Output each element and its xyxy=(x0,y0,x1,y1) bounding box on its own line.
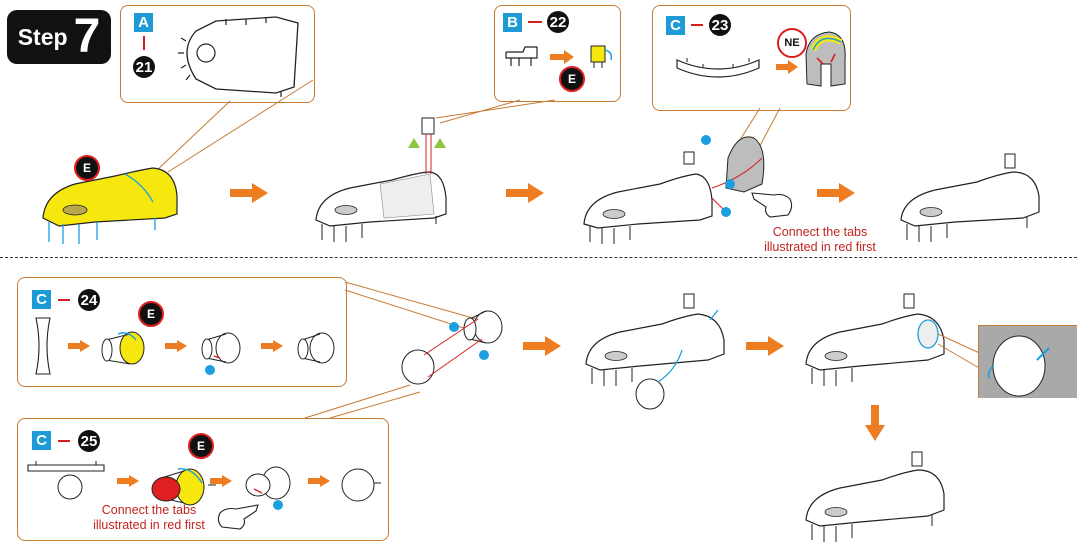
part-23-folded-drawing xyxy=(805,31,846,87)
arrow-icon xyxy=(261,340,283,352)
badge-e: E xyxy=(74,155,100,181)
part-22-drawing xyxy=(505,46,538,66)
part-24-finished-drawing xyxy=(297,332,335,364)
assembly-body-final xyxy=(805,451,945,542)
badge-e: E xyxy=(559,66,585,92)
part-group-tag: C xyxy=(666,16,685,35)
down-arrow-icon xyxy=(865,405,885,441)
part-24-rolled-drawing xyxy=(101,331,145,365)
callout-c-24: C 24 E xyxy=(17,277,347,387)
assembly-tube-exploded xyxy=(401,310,503,385)
callout-b: B 22 E xyxy=(494,5,621,102)
tag-dash xyxy=(58,299,70,301)
note-line: Connect the tabs xyxy=(101,503,197,517)
flow-arrow-icon xyxy=(746,336,784,356)
part-22-folded-drawing xyxy=(590,45,613,68)
tag-connector xyxy=(143,36,145,50)
part-number: 25 xyxy=(78,430,100,452)
arrow-icon xyxy=(776,60,798,74)
tag-dash xyxy=(528,21,542,23)
part-25-joined-drawing xyxy=(245,466,291,510)
flow-arrow-icon xyxy=(523,336,561,356)
section-divider xyxy=(0,257,1077,258)
zoom-detail-drawing xyxy=(979,326,1077,398)
part-number: 23 xyxy=(709,14,731,36)
part-group-tag: C xyxy=(32,431,51,450)
assembly-body-2 xyxy=(315,117,447,242)
badge-ne: NE xyxy=(777,28,807,58)
part-21-drawing xyxy=(178,16,299,97)
flow-arrow-icon xyxy=(817,183,855,203)
part-24-joined-drawing xyxy=(201,332,241,375)
part-group-tag: C xyxy=(32,290,51,309)
part-number: 22 xyxy=(547,11,569,33)
callout-a: A 21 xyxy=(120,5,315,103)
arrow-icon xyxy=(210,475,232,487)
tabs-note-top: Connect the tabs illustrated in red firs… xyxy=(745,225,895,255)
note-line: illustrated in red first xyxy=(93,518,205,532)
arrow-icon xyxy=(165,340,187,352)
part-group-tag: A xyxy=(134,13,153,32)
tag-dash xyxy=(691,24,703,26)
arrow-icon xyxy=(550,50,574,64)
flow-arrow-icon xyxy=(230,183,268,203)
badge-e: E xyxy=(188,433,214,459)
assembly-body-highlighted xyxy=(42,167,178,244)
assembly-body-6 xyxy=(805,293,987,386)
step-badge: Step 7 xyxy=(7,10,111,64)
tag-dash xyxy=(58,440,70,442)
step-number: 7 xyxy=(73,10,101,63)
part-23-drawing xyxy=(676,58,760,78)
part-group-tag: B xyxy=(503,13,522,32)
flow-arrow-icon xyxy=(506,183,544,203)
arrow-icon xyxy=(117,475,139,487)
note-line: Connect the tabs xyxy=(772,225,868,239)
pointing-hand-icon xyxy=(217,504,259,530)
pointing-hand-icon xyxy=(751,192,793,218)
assembly-body-3 xyxy=(583,135,765,244)
step-word: Step xyxy=(17,23,68,50)
zoom-detail xyxy=(978,325,1077,398)
callout-c-23: C 23 NE xyxy=(652,5,851,111)
part-24-drawing xyxy=(35,317,51,375)
part-number: 21 xyxy=(133,56,155,78)
callout-c-25: C 25 E Connect the tabs illustrated in r… xyxy=(17,418,389,541)
badge-e: E xyxy=(138,301,164,327)
part-25-finished-drawing xyxy=(341,468,381,502)
part-25-rolled-drawing xyxy=(151,468,216,506)
arrow-icon xyxy=(308,475,330,487)
part-number: 24 xyxy=(78,289,100,311)
assembly-body-5 xyxy=(585,293,725,410)
tabs-note-bottom: Connect the tabs illustrated in red firs… xyxy=(74,503,224,533)
note-line: illustrated in red first xyxy=(764,240,876,254)
part-25-drawing xyxy=(27,461,105,500)
assembly-body-4 xyxy=(900,153,1040,242)
arrow-icon xyxy=(68,340,90,352)
